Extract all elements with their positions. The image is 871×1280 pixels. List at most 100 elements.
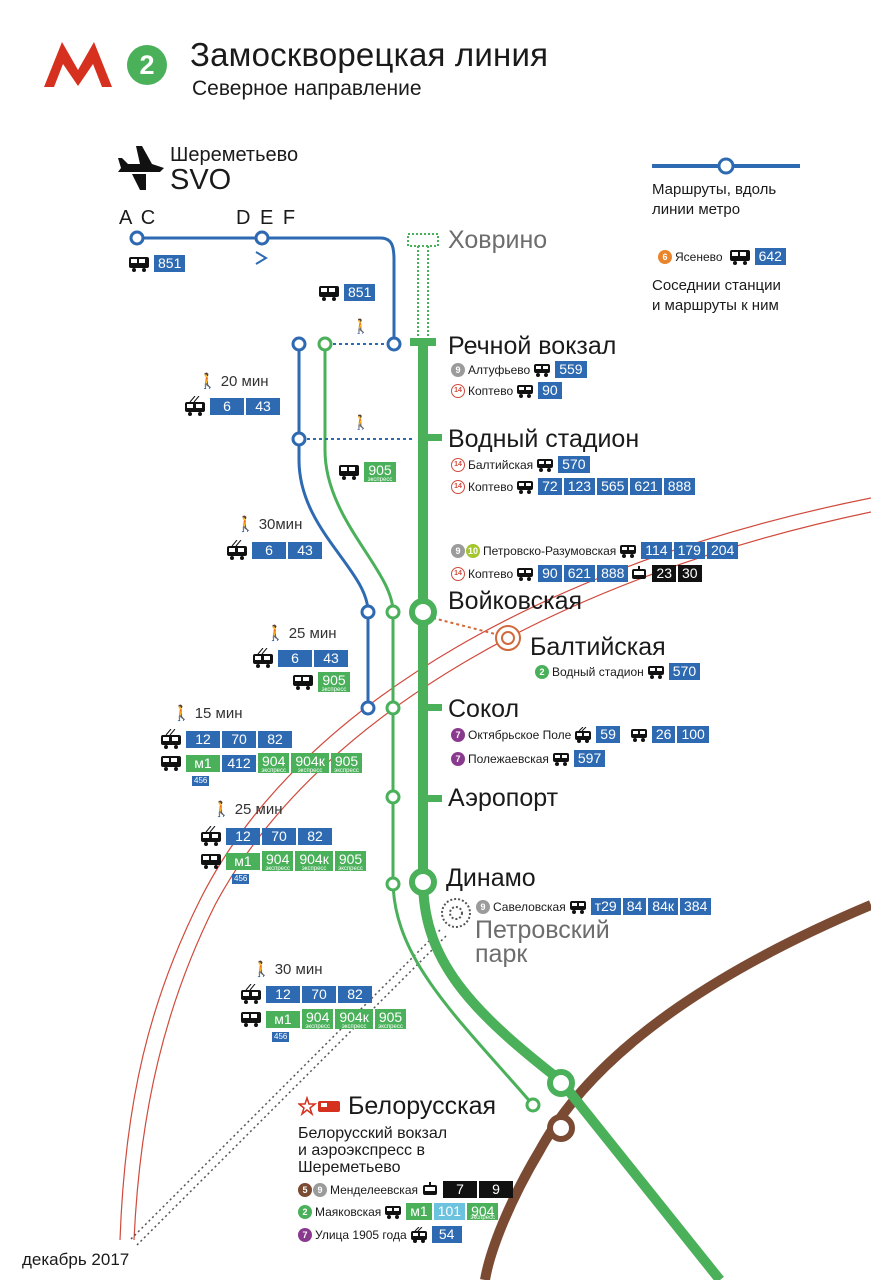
bus-icon <box>517 567 534 581</box>
bus-icon <box>241 1012 261 1027</box>
bus-icon <box>293 675 313 690</box>
bus-route-851 <box>137 236 396 344</box>
metro-logo-icon <box>44 42 112 87</box>
bus-icon <box>552 752 569 766</box>
terminals-def: D E F <box>236 207 298 229</box>
conn-belor-3: 7 Улица 1905 года 54 <box>298 1226 464 1243</box>
conn-dinamo: 9 Савеловская т29 84 84к 384 <box>476 898 713 915</box>
bus-route-blue <box>297 344 370 708</box>
conn-belor-1: 5 9 Менделеевская 7 9 <box>298 1181 515 1198</box>
line-number: 2 <box>139 50 155 80</box>
bus-icon <box>319 285 339 301</box>
conn-rechnoy-1: 9 Алтуфьево 559 <box>451 361 589 378</box>
walk-icon: 🚶 <box>252 961 271 978</box>
walk-icon: 🚶 <box>266 625 285 642</box>
terminals-ac: A C <box>119 207 158 229</box>
trolleybus-icon <box>410 1226 427 1243</box>
walk-20: 🚶20 мин <box>198 372 269 391</box>
bus-icon <box>729 249 750 265</box>
belorusskaya-description: Белорусский вокзал и аэроэкспресс в Шере… <box>298 1125 448 1176</box>
station-belorusskaya[interactable]: Белорусская <box>348 1092 497 1120</box>
tram-icon <box>422 1181 437 1195</box>
bus-icon <box>534 363 551 377</box>
bus-icon <box>161 756 181 771</box>
station-sokol[interactable]: Сокол <box>448 695 520 723</box>
station-dinamo[interactable]: Динамо <box>446 864 536 892</box>
station-petrovsky[interactable]: Петровский парк <box>475 916 610 968</box>
trolleybus-icon <box>227 540 247 560</box>
routes-block-5: 12 70 82 <box>200 826 334 846</box>
walk-15: 🚶15 мин <box>172 704 243 723</box>
route-456-b[interactable]: 456 <box>232 874 250 884</box>
route-851-a: 851 <box>128 255 187 272</box>
walk-icon: 🚶 <box>352 318 370 334</box>
walk-icon: 🚶 <box>352 414 370 430</box>
airport-code: SVO <box>170 164 232 196</box>
bus-icon <box>630 728 647 742</box>
route-456-c[interactable]: 456 <box>272 1032 290 1042</box>
bus-icon <box>517 384 534 398</box>
bus-icon <box>620 544 637 558</box>
conn-voyk-2: 14 Коптево 90 621 888 23 30 <box>451 565 704 582</box>
bus-icon <box>517 480 534 494</box>
routes-block-4: 12 70 82 <box>160 729 294 749</box>
bus-icon <box>537 458 554 472</box>
bus-icon <box>339 465 359 480</box>
trolleybus-icon <box>185 396 205 416</box>
footer-date: декабрь 2017 <box>22 1250 130 1269</box>
bus-icon <box>129 256 149 272</box>
conn-vodny-2: 14 Коптево 72 123 565 621 888 <box>451 478 697 495</box>
line-2-badge-circle <box>127 45 167 85</box>
walk-icon: 🚶 <box>198 373 217 390</box>
walk-30: 🚶30мин <box>236 515 303 534</box>
station-voykovskaya[interactable]: Войковская <box>448 587 583 615</box>
station-baltiyskaya[interactable]: Балтийская <box>530 633 666 661</box>
trolleybus-icon <box>575 726 592 743</box>
station-vodny[interactable]: Водный стадион <box>448 425 640 453</box>
route-456-a[interactable]: 456 <box>192 776 210 786</box>
legend-example: 6 Ясенево 642 <box>658 248 788 265</box>
conn-sokol-2: 7 Полежаевская 597 <box>451 750 607 767</box>
conn-sokol-1: 7 Октябрьское Поле 59 26 100 <box>451 726 711 743</box>
walk-25a: 🚶25 мин <box>266 624 337 643</box>
mck-line-outer <box>119 497 871 1241</box>
bus-icon <box>569 900 586 914</box>
bus-icon <box>201 854 221 869</box>
trolleybus-icon <box>241 984 261 1004</box>
plane-icon <box>118 146 164 190</box>
legend-line-label: Маршруты, вдоль линии метро <box>652 181 777 218</box>
page-subtitle: Северное направление <box>192 77 422 100</box>
bus-icon <box>385 1205 402 1219</box>
trolleybus-icon <box>201 826 221 846</box>
walk-25b: 🚶25 мин <box>212 800 283 819</box>
station-aeroport[interactable]: Аэропорт <box>448 784 559 812</box>
walk-icon: 🚶 <box>236 516 255 533</box>
conn-voyk-1: 9 10 Петровско-Разумовская 114 179 204 <box>451 542 740 559</box>
conn-vodny-1: 14 Балтийская 570 <box>451 456 592 473</box>
routes-block-2: 6 43 <box>226 540 324 560</box>
routes-block-3: 6 43 <box>252 648 350 668</box>
page-title: Замоскворецкая линия <box>190 36 549 73</box>
conn-rechnoy-2: 14 Коптево 90 <box>451 382 564 399</box>
metro-line-2 <box>418 342 724 1280</box>
route-851-b: 851 <box>318 284 377 301</box>
station-rechnoy[interactable]: Речной вокзал <box>448 332 617 360</box>
rail-dotted-1 <box>129 929 441 1241</box>
trolleybus-icon <box>253 648 273 668</box>
tram-icon <box>632 565 647 579</box>
legend-neighbors-label: Соседнии станции и маршруты к ним <box>652 277 781 314</box>
routes-block-1: 6 43 <box>184 396 282 416</box>
khovrino-dotted <box>407 233 439 247</box>
station-khovrino[interactable]: Ховрино <box>448 226 548 254</box>
routes-block-6: 12 70 82 <box>240 984 374 1004</box>
bus-icon <box>647 665 664 679</box>
train-station-icon <box>298 1096 340 1116</box>
walk-icon: 🚶 <box>172 705 191 722</box>
walk-30b: 🚶30 мин <box>252 960 323 979</box>
